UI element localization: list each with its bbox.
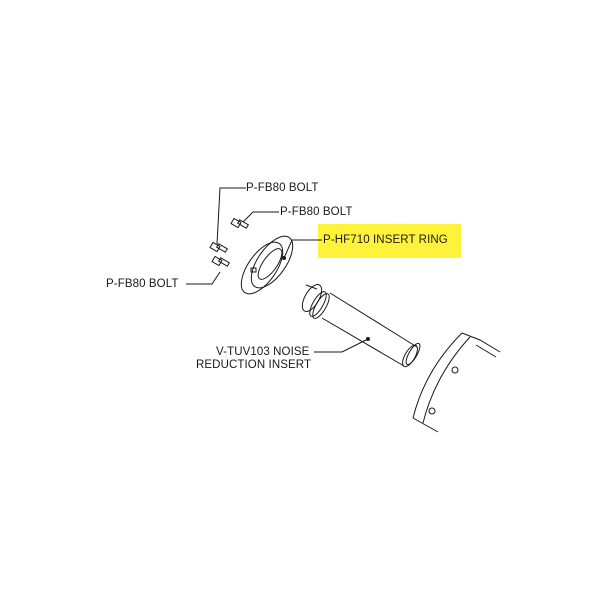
bolt-shape-left [211,255,231,267]
highlight-insert-ring [318,224,461,258]
noise-insert-shape [301,284,421,368]
label-noise-insert-line2: REDUCTION INSERT [196,359,312,371]
bolt-shape-middle [230,217,250,229]
bolt-shape-top [209,241,229,253]
leader-bolt-top [216,187,246,245]
label-noise-insert-line1: V-TUV103 NOISE [216,346,310,358]
leader-bolt-left [186,271,221,285]
leader-bolt-middle [242,211,279,223]
leader-noise-insert [314,338,369,353]
label-bolt-top: P-FB80 BOLT [246,182,319,194]
label-insert-ring: P-HF710 INSERT RING [323,234,448,246]
muffler-shape [412,332,501,433]
label-bolt-left: P-FB80 BOLT [106,278,179,290]
insert-ring-shape [240,235,294,295]
label-bolt-middle: P-FB80 BOLT [280,206,353,218]
leader-insert-ring [283,239,322,259]
